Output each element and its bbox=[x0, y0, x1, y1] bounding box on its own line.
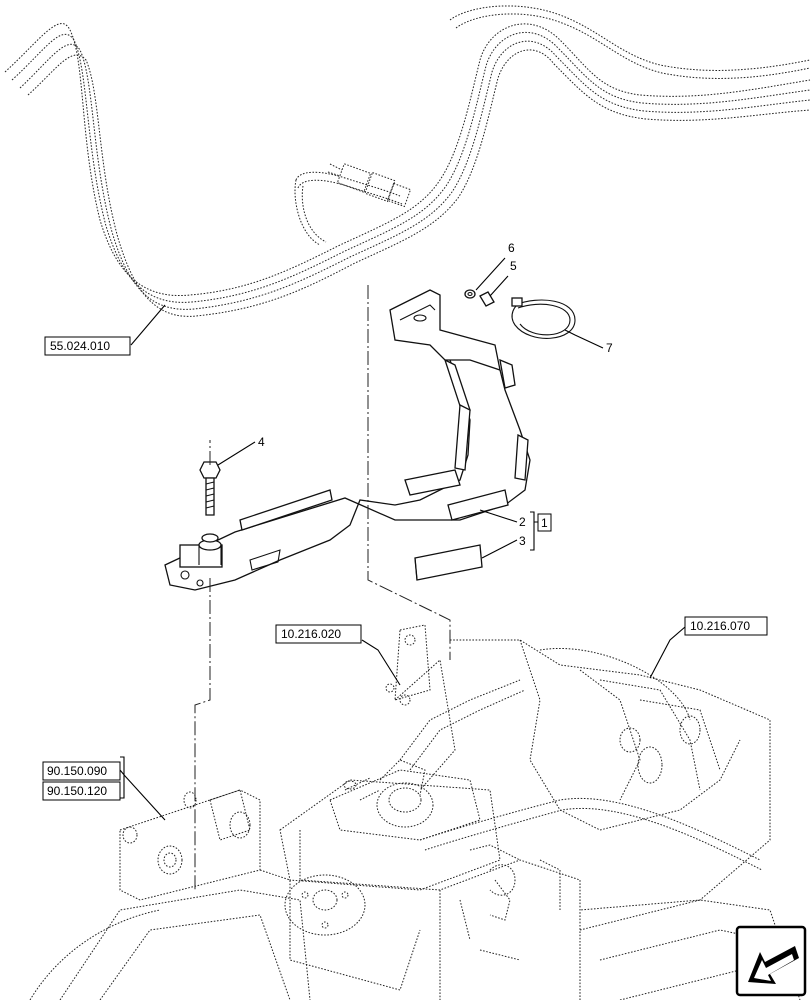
washer-and-screw bbox=[464, 289, 495, 307]
callout-7: 7 bbox=[606, 341, 613, 355]
ref-tank-box[interactable] bbox=[684, 616, 768, 636]
callout-2: 2 bbox=[519, 515, 526, 529]
callout-3: 3 bbox=[519, 534, 526, 548]
cable-tie bbox=[511, 297, 576, 339]
ref-frame-1[interactable]: 90.150.090 bbox=[47, 764, 107, 778]
ref-bracket-left[interactable]: 10.216.020 bbox=[281, 627, 341, 641]
ref-harness[interactable]: 55.024.010 bbox=[50, 339, 110, 353]
ref-tank[interactable]: 10.216.070 bbox=[690, 619, 750, 633]
ref-harness-box[interactable] bbox=[44, 336, 131, 356]
ref-frame-1-box[interactable] bbox=[42, 761, 121, 781]
callout-1: 1 bbox=[541, 516, 548, 530]
callout-4: 4 bbox=[258, 435, 265, 449]
callout-numbers: 6 5 7 4 2 3 1 bbox=[258, 241, 613, 548]
foam-pad bbox=[414, 544, 483, 581]
bolt bbox=[199, 461, 221, 516]
leader-lines bbox=[119, 257, 686, 821]
callout-1-box bbox=[537, 513, 552, 532]
ref-frame-2-box[interactable] bbox=[42, 781, 121, 801]
mounting-bracket bbox=[164, 289, 531, 591]
callout-5: 5 bbox=[510, 259, 517, 273]
wire-harness bbox=[4, 5, 811, 317]
callout-6: 6 bbox=[508, 241, 515, 255]
view-direction-arrow-icon[interactable] bbox=[735, 925, 807, 997]
ref-frame-2[interactable]: 90.150.120 bbox=[47, 784, 107, 798]
reference-boxes: 55.024.010 10.216.020 10.216.070 90.150.… bbox=[42, 336, 768, 801]
ref-bracket-left-box[interactable] bbox=[275, 624, 362, 644]
frame-assembly bbox=[29, 624, 801, 1000]
